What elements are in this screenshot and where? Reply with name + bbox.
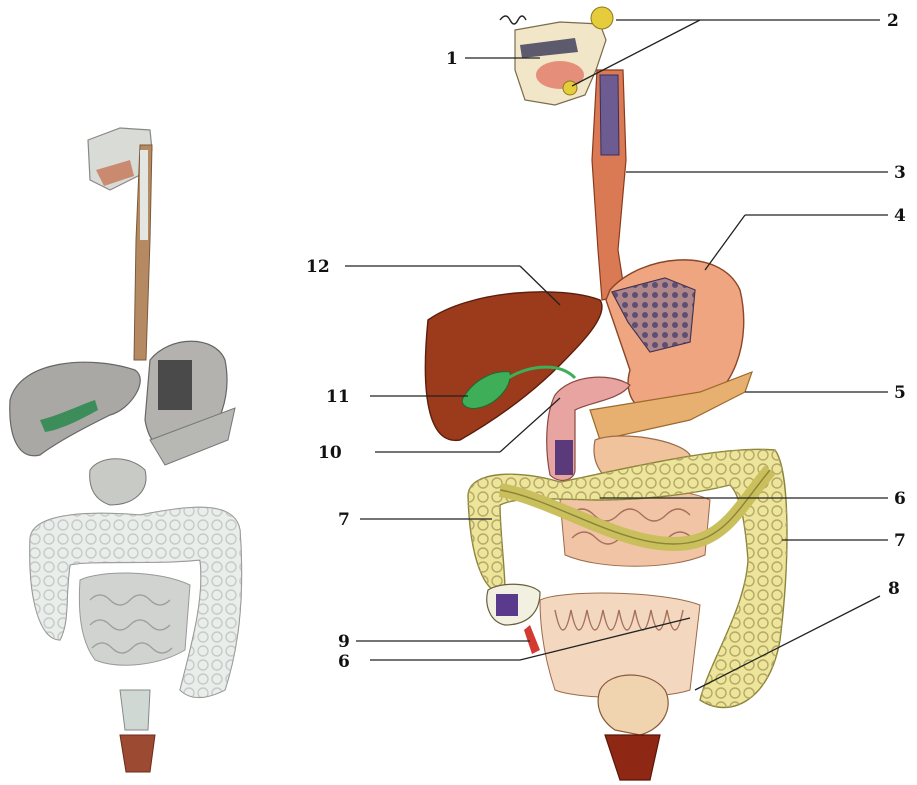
rectum bbox=[598, 675, 668, 735]
label-12: 12 bbox=[306, 257, 330, 277]
label-6-lower: 6 bbox=[338, 652, 350, 672]
appendix bbox=[524, 625, 540, 654]
label-5: 5 bbox=[894, 383, 906, 403]
colored-digestive-figure bbox=[425, 7, 787, 780]
label-7-right: 7 bbox=[894, 531, 906, 551]
label-7-left: 7 bbox=[338, 510, 350, 530]
label-11: 11 bbox=[326, 387, 350, 407]
label-10: 10 bbox=[318, 443, 342, 463]
label-4: 4 bbox=[894, 206, 906, 226]
anus bbox=[605, 735, 660, 780]
label-9: 9 bbox=[338, 632, 350, 652]
grey-anus bbox=[120, 735, 155, 772]
label-6-upper: 6 bbox=[894, 489, 906, 509]
label-1: 1 bbox=[446, 49, 458, 69]
label-3: 3 bbox=[894, 163, 906, 183]
salivary-gland-sublingual bbox=[563, 81, 577, 95]
label-8: 8 bbox=[888, 579, 900, 599]
label-2: 2 bbox=[887, 11, 899, 31]
salivary-gland-parotid bbox=[591, 7, 613, 29]
grey-digestive-figure bbox=[10, 128, 242, 772]
